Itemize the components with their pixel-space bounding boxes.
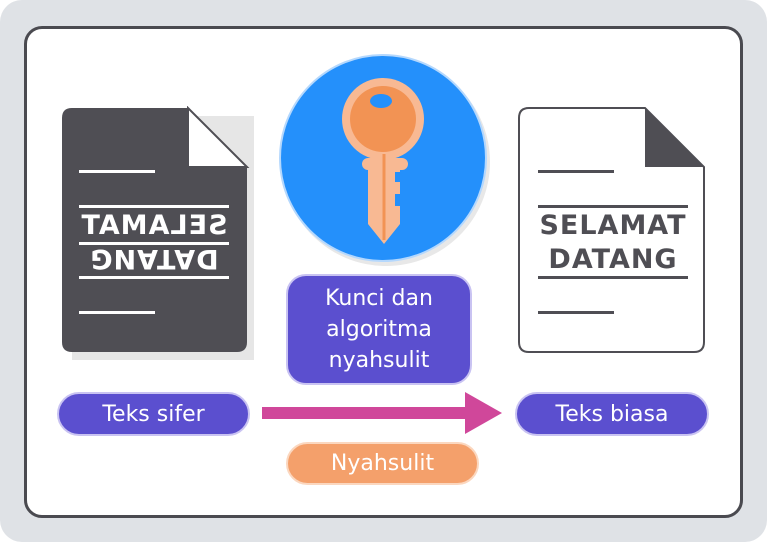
text-line — [79, 276, 229, 279]
plain-text-line1: SELAMAT — [539, 210, 687, 241]
cipher-text-line1: SELAMAT — [80, 210, 228, 241]
text-line — [538, 311, 614, 314]
text-line — [79, 311, 155, 314]
cipher-text-line2: DATANG — [89, 243, 219, 274]
text-line — [538, 170, 614, 173]
plain-text-line2: DATANG — [548, 244, 678, 275]
ciphertext-document-icon — [62, 106, 254, 360]
ciphertext-label: Teks sifer — [57, 392, 250, 436]
text-line — [79, 205, 229, 208]
text-line — [79, 170, 155, 173]
text-line — [79, 242, 229, 245]
decrypt-label: Nyahsulit — [286, 442, 479, 485]
text-line — [538, 205, 688, 208]
plaintext-document-icon — [518, 107, 705, 353]
key-algorithm-box: Kunci dan algoritma nyahsulit — [286, 274, 472, 385]
plaintext-label: Teks biasa — [515, 392, 709, 436]
text-line — [538, 276, 688, 279]
key-icon — [279, 54, 490, 266]
right-arrow-icon — [262, 392, 502, 434]
